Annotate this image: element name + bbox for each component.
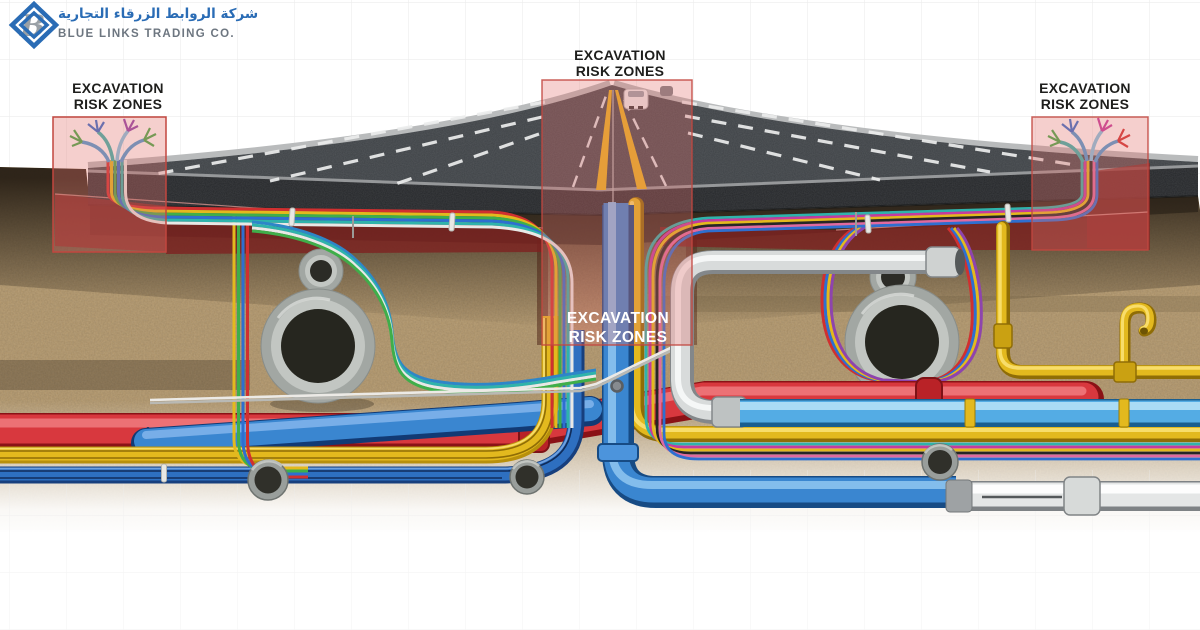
risk-solid-right-slab xyxy=(836,212,1148,250)
center-yellow-line-right xyxy=(615,90,647,189)
brand-name-english: BLUE LINKS TRADING CO. xyxy=(58,28,235,40)
risk-zone-border-center xyxy=(541,79,693,346)
white-pvc-lateral xyxy=(670,246,965,428)
center-yellow-line-left xyxy=(596,90,612,190)
casing-collar xyxy=(1063,476,1101,516)
risk-zone-label-left-line1: EXCAVATION xyxy=(72,80,164,96)
risk-zone-label-left-line2: RISK ZONES xyxy=(74,96,163,112)
risk-zone-overlay-center xyxy=(542,80,692,345)
sprout-tip-green-2 xyxy=(143,127,157,147)
left-manhole-big-ring xyxy=(260,288,376,404)
soil-stratum-2 xyxy=(0,360,250,390)
lane-markings-right xyxy=(681,100,1076,182)
brand-name-arabic: شركة الروابط الزرقاء التجارية xyxy=(58,6,258,22)
light-blue-pipe-right xyxy=(740,398,1200,428)
risk-zone-border-left xyxy=(52,116,167,253)
diamond-links-logo-icon: B xyxy=(8,0,60,50)
white-steel-casing xyxy=(945,476,1200,516)
risk-zone-overlays xyxy=(52,79,1149,346)
under-road-bundle-left xyxy=(106,160,574,428)
casing-entry-sleeve xyxy=(945,479,973,513)
left-manhole-small-ring xyxy=(298,248,344,294)
risk-zone-overlay-right xyxy=(1032,117,1148,250)
left-manhole xyxy=(260,248,376,412)
conduit-clamp-dot xyxy=(610,379,624,393)
right-manhole-big-ring xyxy=(844,284,960,400)
lane-markings-left xyxy=(149,100,546,188)
sprout-tip-magenta-r xyxy=(1096,117,1113,132)
risk-zone-label-underground-line2: RISK ZONES xyxy=(569,329,668,346)
right-manhole xyxy=(844,253,960,409)
road-far-shoulder-left xyxy=(87,80,611,168)
risk-zone-overlay-left xyxy=(53,117,166,252)
risk-zone-label-right-line1: EXCAVATION xyxy=(1039,80,1131,96)
gray-open-pipe-end-3 xyxy=(921,443,959,481)
blue-water-riser-center xyxy=(597,202,956,508)
sprout-tip-green-r xyxy=(1047,129,1061,148)
sprout-tip-red-r xyxy=(1117,128,1131,148)
pipe-marker-band-1 xyxy=(964,398,976,428)
gray-open-pipe-end-1 xyxy=(247,459,289,501)
blue-riser-coupling xyxy=(597,443,639,462)
under-road-bundle-right xyxy=(644,160,1200,461)
right-verge-cable-sprouts xyxy=(1047,117,1131,163)
risk-solid-right-face xyxy=(1087,163,1150,250)
pvc-bell-joint xyxy=(925,246,961,278)
sprout-tip-blue xyxy=(87,119,105,133)
risk-zone-border-right xyxy=(1031,116,1149,251)
blue-water-main-left xyxy=(131,396,605,459)
vehicle-white-car xyxy=(623,88,649,110)
sprout-tip-green xyxy=(69,129,83,148)
brand-logo: B شركة الروابط الزرقاء التجارية BLUE LIN… xyxy=(8,0,258,50)
pvc-open-end xyxy=(955,249,965,275)
risk-zone-label-center-line2: RISK ZONES xyxy=(576,63,665,79)
gas-gooseneck-vent xyxy=(1113,302,1157,383)
gas-riser-coupling xyxy=(993,323,1013,349)
yellow-gas-line-right xyxy=(993,221,1200,383)
risk-zone-label-underground-line1: EXCAVATION xyxy=(567,310,669,327)
sprout-tip-blue-r xyxy=(1061,118,1079,133)
risk-zone-label-right-line2: RISK ZONES xyxy=(1041,96,1130,112)
left-verge-cable-sprouts xyxy=(69,118,157,163)
risk-zone-label-center-line1: EXCAVATION xyxy=(574,47,666,63)
risk-zone-labels: EXCAVATION RISK ZONES EXCAVATION RISK ZO… xyxy=(72,47,1131,346)
vehicle-gray-car xyxy=(660,86,673,96)
pipe-marker-band-2 xyxy=(1118,398,1130,428)
gray-open-pipe-end-2 xyxy=(509,459,545,495)
sprout-tip-purple xyxy=(122,118,139,132)
cable-ties-and-clamps xyxy=(161,203,1012,483)
